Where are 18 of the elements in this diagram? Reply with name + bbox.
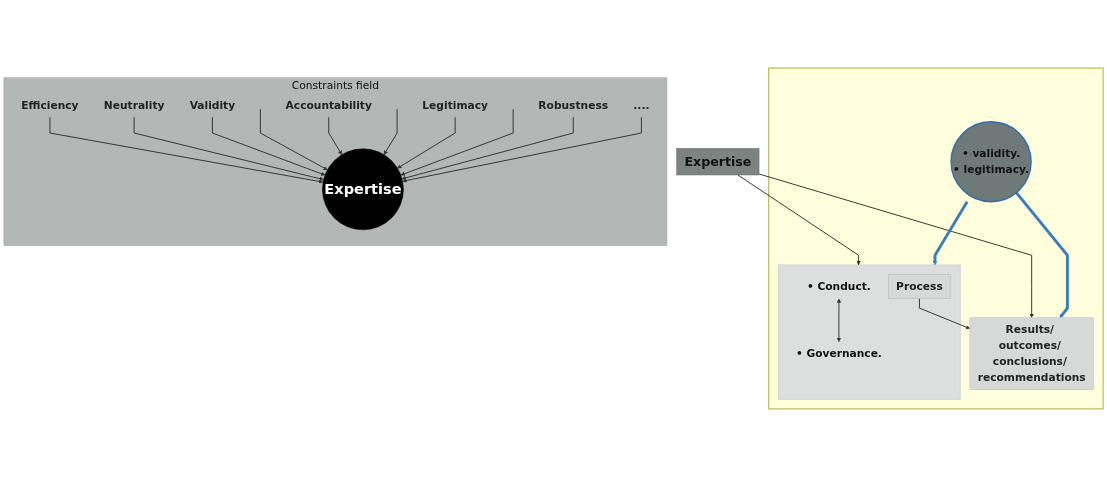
cluster: [777, 264, 961, 400]
node-text: Validity: [189, 99, 236, 112]
node-text: Efficiency: [21, 99, 79, 112]
node-circle: • validity. • legitimacy.: [950, 120, 1032, 203]
node-box: Process: [888, 274, 951, 299]
node-box: Results/ outcomes/ conclusions/ recommendations: [969, 317, 1094, 390]
cluster: [768, 67, 1104, 410]
node-text: • Conduct.: [806, 280, 871, 293]
node-text: Legitimacy: [422, 99, 488, 112]
arrow: [1015, 191, 1069, 318]
node-text: • Governance.: [795, 347, 882, 360]
node-text: Neutrality: [103, 99, 165, 112]
node-box: Expertise: [676, 148, 760, 176]
node-circle: Expertise: [322, 148, 404, 231]
node-text: Robustness: [538, 99, 609, 112]
arrow: [932, 200, 969, 266]
node-text: Accountability: [285, 99, 372, 112]
node-text: ....: [633, 99, 650, 112]
